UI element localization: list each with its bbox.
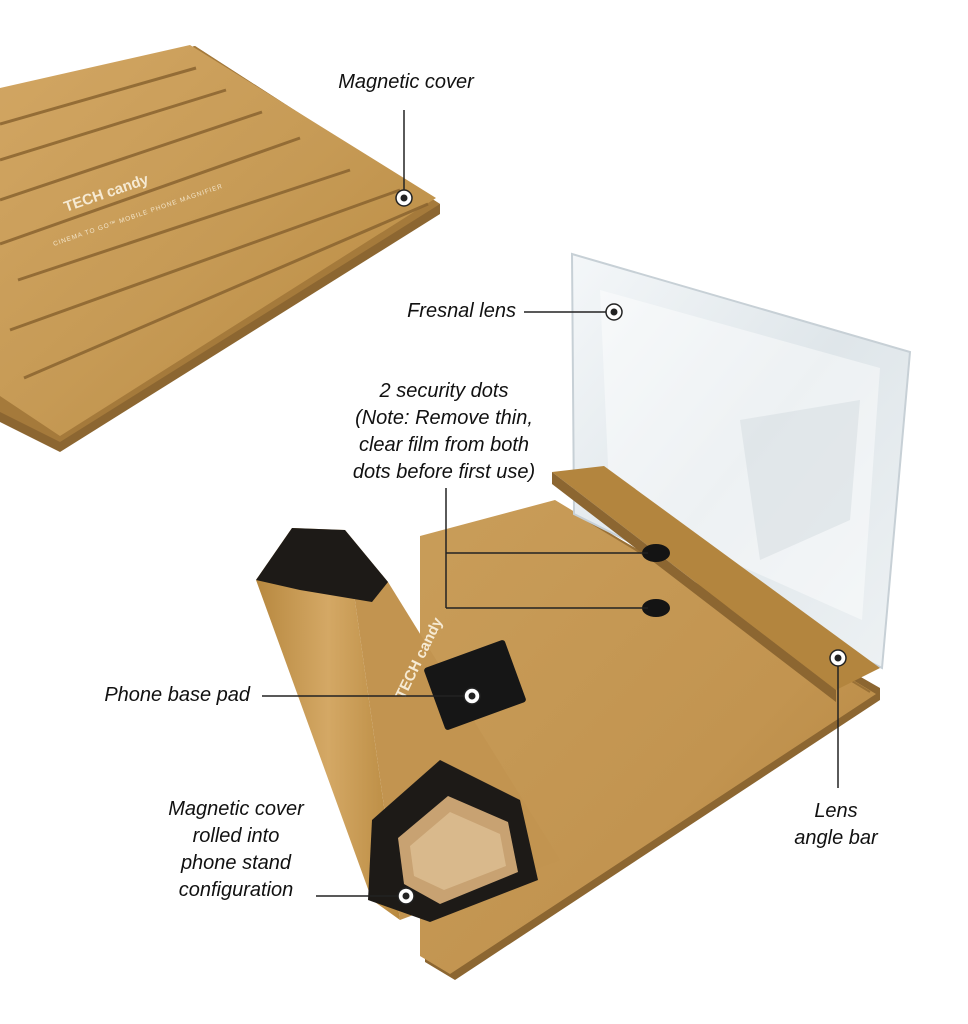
lens-angle-bar-line-2: angle bar (794, 827, 878, 849)
security-dots-note-2: clear film from both (358, 434, 530, 456)
marker-magnetic-cover (395, 189, 413, 207)
rolled-cover-line-2: rolled into (192, 825, 280, 847)
label-phone-base-pad: Phone base pad (104, 684, 250, 706)
label-fresnal-lens: Fresnal lens (407, 300, 516, 322)
phone-base-pad-shape (424, 640, 526, 730)
fresnel-lens (570, 252, 912, 670)
label-security-dots: 2 security dots (Note: Remove thin, clea… (318, 378, 570, 486)
rolled-cover-line-1: Magnetic cover (168, 798, 304, 820)
security-dots-note-1: (Note: Remove thin, (355, 407, 533, 429)
rolled-cover-line-3: phone stand (180, 852, 292, 874)
label-rolled-cover: Magnetic cover rolled into phone stand c… (138, 796, 334, 904)
marker-lens-angle-bar (829, 649, 847, 667)
label-lens-angle-bar: Lens angle bar (774, 798, 898, 852)
lens-angle-bar-line-1: Lens (814, 800, 858, 822)
magnetic-cover-closed: TECH candy CINEMA TO GO™ MOBILE PHONE MA… (0, 45, 440, 452)
rolled-cover-stand: TECH candy (256, 528, 560, 922)
rolled-cover-line-4: configuration (178, 879, 294, 901)
security-dots-note-3: dots before first use) (352, 461, 536, 483)
marker-fresnal-lens (605, 303, 623, 321)
security-dots-title: 2 security dots (379, 380, 509, 402)
security-dot-lower (642, 599, 670, 617)
label-magnetic-cover: Magnetic cover (338, 71, 474, 93)
lens-angle-bar-shape (552, 466, 880, 702)
security-dot-upper (642, 544, 670, 562)
marker-rolled-cover (397, 887, 415, 905)
marker-phone-base-pad (463, 687, 481, 705)
